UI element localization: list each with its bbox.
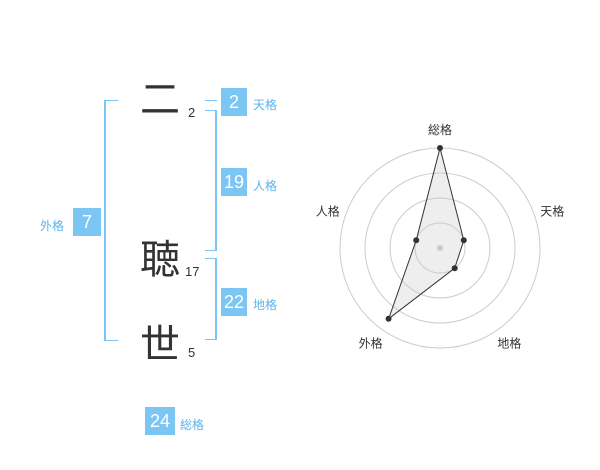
jinkaku-value: 19 [221,168,247,196]
gaikaku-value: 7 [73,208,101,236]
soukaku-value: 24 [145,407,175,435]
tenkaku-label: 天格 [253,98,278,112]
radar-center [437,245,443,251]
radar-axis-label-2: 天格 [540,204,564,219]
stroke-count-3: 5 [188,345,196,360]
tenkaku-value: 2 [221,88,247,116]
radar-point-2 [460,237,467,244]
radar-point-3 [451,265,458,272]
tenkaku-bracket [205,100,217,101]
radar-axis-label-3: 地格 [497,335,521,350]
chikaku-value: 22 [221,288,247,316]
stroke-count-2: 17 [185,264,200,279]
jinkaku-bracket [205,110,217,251]
name-char-3: 世 [140,322,180,368]
gaikaku-label: 外格 [40,219,65,233]
chikaku-label: 地格 [253,298,278,312]
chikaku-bracket [205,258,217,340]
gaikaku-bracket [104,100,118,341]
radar-point-5 [413,237,420,244]
radar-ring-3 [364,172,516,324]
radar-ring-1 [414,222,466,274]
soukaku-label: 総格 [180,418,205,432]
name-char-2: 聴 [140,237,180,283]
radar-axis-label-5: 人格 [316,204,340,219]
radar-axis-label-1: 総格 [428,122,452,137]
radar-axis-label-4: 外格 [359,335,383,350]
radar-point-4 [385,315,392,322]
radar-ring-2 [389,197,491,299]
radar-series-polygon [387,147,465,321]
radar-point-1 [437,145,443,151]
jinkaku-label: 人格 [253,179,278,193]
stroke-count-1: 2 [188,105,196,120]
name-char-1: 二 [140,77,180,123]
